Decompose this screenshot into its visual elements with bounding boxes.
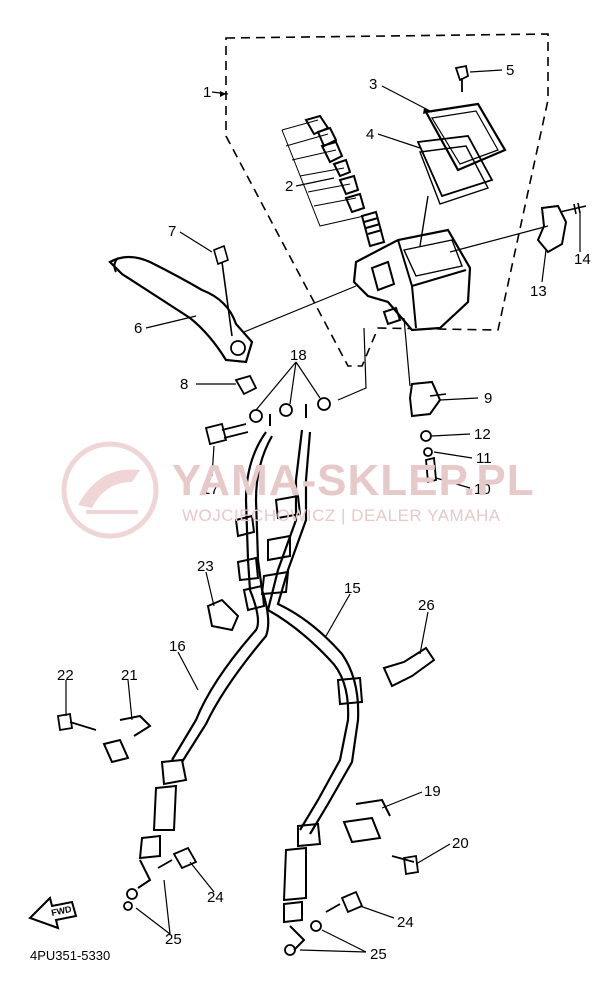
callout-1: 1 (203, 84, 211, 101)
brake-lever (108, 255, 254, 364)
callout-19: 19 (424, 783, 441, 800)
forward-arrow-icon: FWD (28, 896, 78, 930)
callout-15: 15 (344, 580, 361, 597)
assembly-boundary (225, 33, 549, 367)
callout-21: 21 (121, 667, 138, 684)
watermark-logo (61, 441, 159, 539)
watermark-subtitle: WOJCIECHOWICZ | DEALER YAMAHA (182, 506, 501, 525)
handlebar-holder (408, 380, 442, 418)
callout-12: 12 (474, 426, 491, 443)
master-cylinder-body (352, 228, 472, 332)
washer (420, 430, 432, 442)
brake-switch (536, 204, 568, 254)
brake-hose-right (260, 429, 364, 951)
callout-5: 5 (506, 62, 514, 79)
callout-13: 13 (530, 283, 547, 300)
callout-17: 17 (202, 481, 219, 498)
holder-bolt (425, 456, 437, 484)
callout-11: 11 (476, 450, 492, 467)
figure-code: 4PU351-5330 (30, 948, 111, 963)
union-bolt (204, 422, 249, 446)
callout-3: 3 (369, 76, 377, 93)
hose-holder-right (342, 798, 391, 844)
hose-guide (382, 646, 436, 688)
callout-18: 18 (290, 347, 307, 364)
callout-22: 22 (57, 667, 74, 684)
callout-10: 10 (474, 481, 491, 498)
callout-24-left: 24 (207, 889, 224, 906)
fwd-label: FWD (50, 904, 73, 918)
callout-16: 16 (169, 638, 186, 655)
holder-bolt-left (56, 712, 97, 732)
hose-clamp (206, 598, 240, 632)
callout-4: 4 (366, 126, 374, 143)
callout-24-right: 24 (397, 914, 414, 931)
callout-25-right: 25 (370, 946, 387, 963)
callout-26: 26 (418, 597, 435, 614)
callout-20: 20 (452, 835, 469, 852)
callout-6: 6 (134, 320, 142, 337)
hose-holder-left (102, 714, 152, 764)
callout-14: 14 (574, 251, 591, 268)
callout-7: 7 (168, 223, 176, 240)
watermark-title: YAMA-SKLEP.PL (172, 456, 535, 505)
callout-2: 2 (285, 178, 293, 195)
union-bolt-right (325, 890, 364, 914)
reservoir-diaphragm (416, 135, 494, 198)
union-bolt-left (157, 846, 198, 870)
spring-washer (423, 447, 433, 457)
piston-kit (304, 114, 386, 248)
callout-9: 9 (484, 390, 492, 407)
cap-screw (454, 64, 470, 92)
callout-25-left: 25 (165, 931, 182, 948)
lever-bolt (213, 244, 233, 337)
lever-nut (234, 374, 258, 396)
holder-bolt-right (391, 854, 420, 876)
callout-8: 8 (180, 376, 188, 393)
callout-23: 23 (197, 558, 214, 575)
brake-hose-left (137, 431, 273, 889)
